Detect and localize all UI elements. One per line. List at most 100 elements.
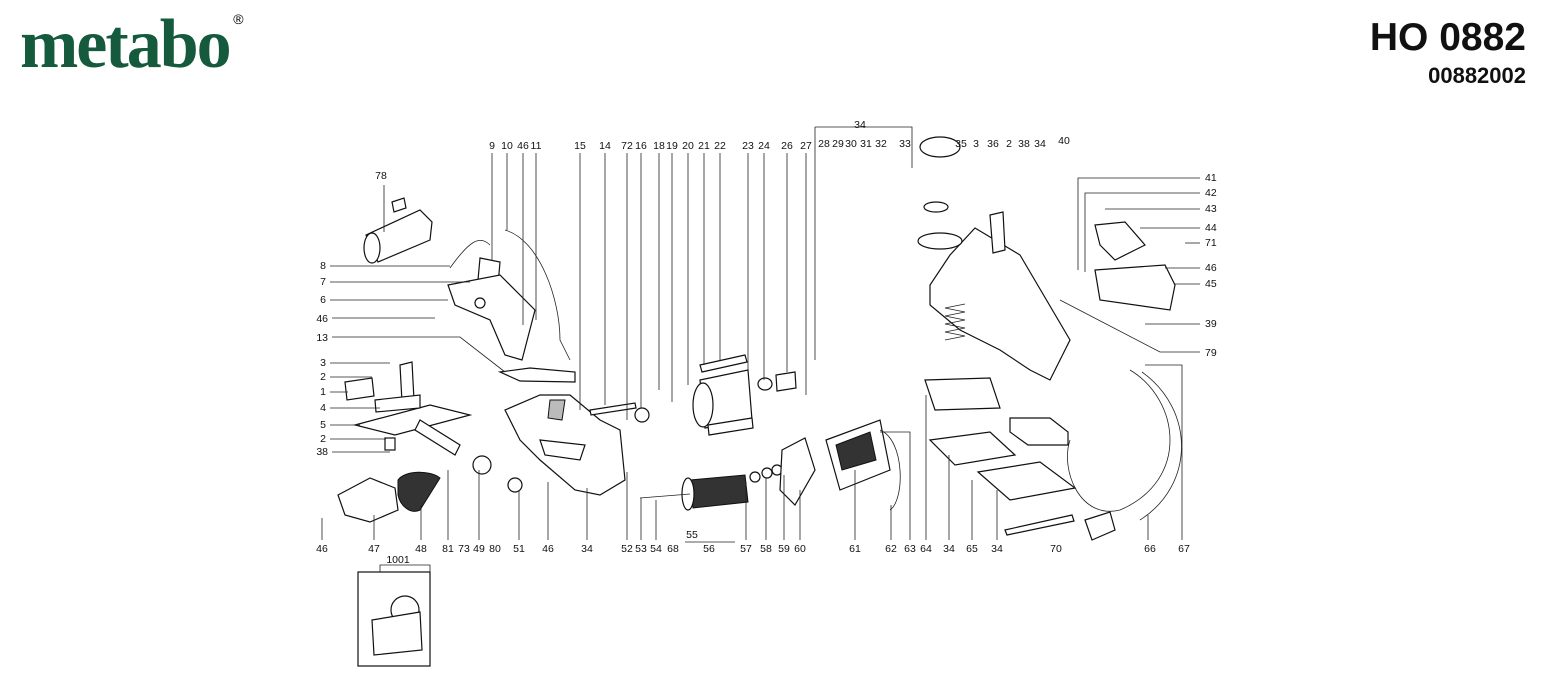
dust-chute-part xyxy=(363,185,433,264)
diagram-parts xyxy=(337,126,1182,667)
filter-block-part xyxy=(1009,417,1069,446)
callout-20: 20 xyxy=(682,140,694,152)
callout-67: 67 xyxy=(1178,543,1190,555)
pulley-49-part xyxy=(472,455,492,475)
callout-2-left: 2 xyxy=(320,371,326,383)
callout-22: 22 xyxy=(714,140,726,152)
grille-part xyxy=(976,461,1077,501)
base-mount-part xyxy=(928,431,1017,466)
callout-48: 48 xyxy=(415,543,427,555)
callout-29: 29 xyxy=(832,138,844,150)
callout-18: 18 xyxy=(653,140,665,152)
callout-8: 8 xyxy=(320,260,326,272)
callout-47: 47 xyxy=(368,543,380,555)
pulley-51-part xyxy=(507,477,523,493)
callout-44: 44 xyxy=(1205,222,1217,234)
callout-15: 15 xyxy=(574,140,586,152)
belt-pulley-part xyxy=(775,371,797,392)
callout-28: 28 xyxy=(818,138,830,150)
callout-19: 19 xyxy=(666,140,678,152)
callout-57: 57 xyxy=(740,543,752,555)
part-number: 00882002 xyxy=(1428,63,1526,88)
callout-79: 79 xyxy=(1205,347,1217,359)
registered-mark: ® xyxy=(233,11,243,27)
stator-part xyxy=(825,419,901,511)
callout-64: 64 xyxy=(920,543,932,555)
callout-55: 55 xyxy=(686,529,698,541)
callout-53: 53 xyxy=(635,543,647,555)
washer-58-part xyxy=(761,467,773,479)
fan-baffle-part xyxy=(779,437,816,506)
callout-2-right: 2 xyxy=(1006,138,1012,150)
callout-3-right: 3 xyxy=(973,138,979,150)
filter-frame-part xyxy=(924,377,1001,411)
callout-46c: 46 xyxy=(316,543,328,555)
callout-65: 65 xyxy=(966,543,978,555)
callout-58: 58 xyxy=(760,543,772,555)
leader-lines xyxy=(321,153,1200,543)
metabo-logo: metabo® xyxy=(20,10,244,80)
shoe-plate-part xyxy=(497,367,576,383)
drive-shaft-part xyxy=(589,402,637,416)
model-number: HO 0882 xyxy=(1369,16,1526,59)
detail-inset xyxy=(357,564,431,667)
callout-51: 51 xyxy=(513,543,525,555)
callout-38-left: 38 xyxy=(316,446,328,458)
cutter-drum-part xyxy=(692,354,754,436)
callout-27: 27 xyxy=(800,140,812,152)
callout-30: 30 xyxy=(845,138,857,150)
callout-31: 31 xyxy=(860,138,872,150)
callout-1: 1 xyxy=(320,386,326,398)
callout-46-right: 46 xyxy=(1205,262,1217,274)
callout-72: 72 xyxy=(621,140,633,152)
power-cable-part xyxy=(1067,369,1171,512)
rear-housing-part xyxy=(917,136,1071,381)
callout-11: 11 xyxy=(531,140,542,152)
callout-5: 5 xyxy=(320,419,326,431)
callout-63: 63 xyxy=(904,543,916,555)
callout-32: 32 xyxy=(875,138,887,150)
callout-43: 43 xyxy=(1205,203,1217,215)
callout-33: 33 xyxy=(899,138,911,150)
callout-60: 60 xyxy=(794,543,806,555)
callout-81: 81 xyxy=(442,543,454,555)
callout-6: 6 xyxy=(320,294,326,306)
drive-belt-part xyxy=(397,471,441,512)
callout-78: 78 xyxy=(375,170,387,182)
callout-10: 10 xyxy=(501,140,513,152)
armature-part xyxy=(639,474,749,511)
callout-2-left-2: 2 xyxy=(320,433,326,445)
callout-26: 26 xyxy=(781,140,793,152)
bearing-57-part xyxy=(749,471,761,483)
callout-16: 16 xyxy=(635,140,647,152)
callout-52: 52 xyxy=(621,543,633,555)
callout-71: 71 xyxy=(1205,237,1217,249)
callout-9: 9 xyxy=(489,140,495,152)
plug-part xyxy=(1084,511,1116,541)
callout-46a: 46 xyxy=(517,140,529,152)
callout-1001: 1001 xyxy=(386,554,410,566)
power-cable-part-2 xyxy=(1139,371,1182,521)
callout-36: 36 xyxy=(987,138,999,150)
spring-part xyxy=(944,303,966,341)
hex-key-part xyxy=(1004,514,1075,536)
callout-23: 23 xyxy=(742,140,754,152)
callout-68: 68 xyxy=(667,543,679,555)
callout-61: 61 xyxy=(849,543,861,555)
switch-housing-part xyxy=(1094,264,1176,311)
callout-34-bottom: 34 xyxy=(581,543,593,555)
callout-80: 80 xyxy=(489,543,501,555)
main-housing-part xyxy=(504,394,626,496)
callout-42: 42 xyxy=(1205,187,1217,199)
callout-39: 39 xyxy=(1205,318,1217,330)
callout-14: 14 xyxy=(599,140,611,152)
callout-3-left: 3 xyxy=(320,357,326,369)
callout-73: 73 xyxy=(458,543,470,555)
callout-41: 41 xyxy=(1205,172,1217,184)
callout-56: 56 xyxy=(703,543,715,555)
callout-70: 70 xyxy=(1050,543,1062,555)
callout-35: 35 xyxy=(955,138,967,150)
callout-13: 13 xyxy=(316,332,328,344)
callout-45: 45 xyxy=(1205,278,1217,290)
